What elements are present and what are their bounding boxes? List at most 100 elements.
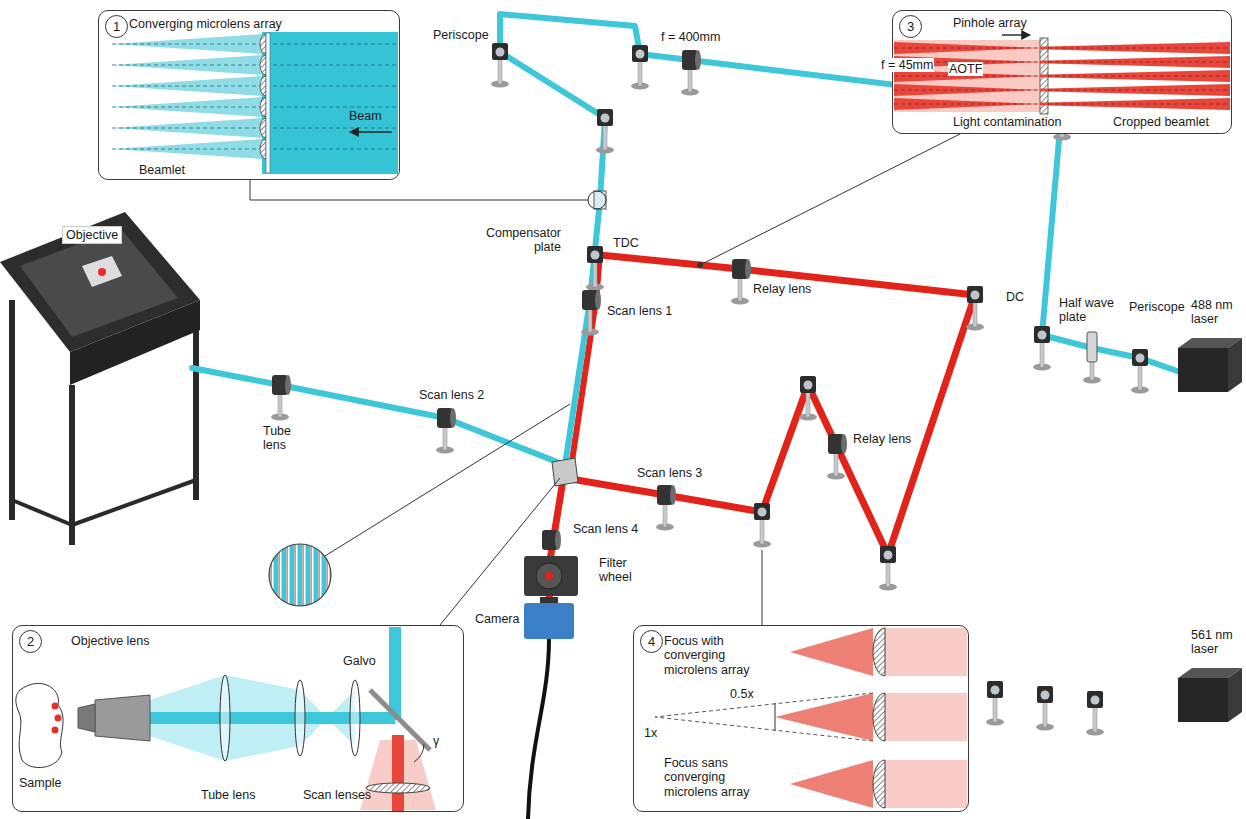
component-label: TDC <box>612 236 640 250</box>
panel-text: 1x <box>644 726 657 740</box>
optical-axis <box>112 107 398 108</box>
microlens <box>260 118 266 138</box>
component-label: DC <box>1005 290 1025 304</box>
magnifier-ring <box>269 544 331 606</box>
objective-nose <box>78 704 95 732</box>
focus-cone <box>775 693 873 741</box>
magnified-emission <box>303 540 305 610</box>
component-label: 561 nm laser <box>1190 628 1242 657</box>
callout-text: 2 <box>27 635 34 648</box>
scan-lens <box>350 680 360 756</box>
component-label: Scan lens 3 <box>636 466 703 480</box>
stage-brace <box>72 480 196 525</box>
microlens <box>873 693 885 741</box>
post <box>993 696 997 722</box>
focus-guide <box>655 717 873 741</box>
lens-face <box>595 290 601 310</box>
lens-face <box>285 375 291 395</box>
inset-panel: Pinhole arrayLight contaminationCropped … <box>892 10 1232 134</box>
filter-wheel-disc <box>536 563 562 589</box>
filter-window <box>545 572 553 580</box>
collimated-beam <box>885 760 967 808</box>
focus-tick <box>775 703 776 731</box>
component-label: Camera <box>474 612 520 626</box>
fluorescent-spot <box>52 727 59 734</box>
callout-text: 4 <box>648 635 655 648</box>
excitation-beam <box>192 14 1180 465</box>
sample-tissue <box>16 683 63 767</box>
component-label: AOTF <box>948 62 983 76</box>
mirror <box>591 251 600 260</box>
component-label: Scan lens 4 <box>572 522 639 536</box>
mirror <box>496 48 505 57</box>
optical-axis <box>112 86 398 87</box>
filter-wheel <box>524 556 578 596</box>
laser-body <box>1178 348 1228 392</box>
scan-lens <box>295 680 305 756</box>
component-label: Periscope <box>1128 300 1186 314</box>
magnified-emission <box>295 540 297 610</box>
stage-brace <box>12 500 72 525</box>
component-label: Objective <box>62 226 122 244</box>
lens <box>366 783 430 793</box>
mirror <box>1038 331 1047 340</box>
mirror-mount <box>754 503 770 520</box>
magnified-beamlet <box>330 540 335 610</box>
leader-dot <box>697 262 703 268</box>
component-label: Periscope <box>432 28 490 42</box>
post <box>1138 364 1142 390</box>
post <box>603 124 607 150</box>
mirror <box>884 551 893 560</box>
emission-beam <box>392 735 404 811</box>
optical-axis <box>894 48 1230 49</box>
component-label: Relay lens <box>752 282 812 296</box>
component-label: Scan lens 2 <box>418 388 485 402</box>
leader-line <box>440 478 560 625</box>
component-label: Relay lens <box>852 432 912 446</box>
excitation-beam <box>389 627 401 720</box>
camera-cable <box>528 639 549 819</box>
mirror-mount <box>1087 691 1103 708</box>
magnified-beamlet <box>306 540 311 610</box>
mirror-mount <box>880 546 896 563</box>
panel-text: γ <box>433 734 439 748</box>
post <box>638 60 642 86</box>
mirror-mount <box>1037 686 1053 703</box>
callout-number: 4 <box>640 630 663 653</box>
lens-face <box>670 485 676 505</box>
post <box>593 261 597 287</box>
galvo-mirror <box>552 458 578 486</box>
optical-axis <box>112 128 398 129</box>
callout-number: 2 <box>19 630 42 653</box>
magnified-emission <box>279 540 281 610</box>
leader-line <box>325 404 570 556</box>
panel-text: Pinhole array <box>953 16 1027 30</box>
magnified-beamlet <box>290 540 295 610</box>
magnified-beamlet <box>274 540 279 610</box>
component-label: Filter wheel <box>598 556 650 585</box>
optical-axis <box>894 104 1230 105</box>
mirror <box>971 291 980 300</box>
post <box>1043 701 1047 727</box>
lens-face <box>695 50 701 70</box>
galvo-mirror <box>370 690 430 750</box>
mirror <box>1041 691 1050 700</box>
microlens <box>873 628 885 676</box>
optical-axis <box>894 76 1230 77</box>
inset-ground <box>634 626 968 811</box>
post <box>1040 341 1044 367</box>
inset-ground <box>893 11 1231 133</box>
panel-text: Beam <box>349 109 382 123</box>
magnified-emission <box>311 540 313 610</box>
magnifier-content <box>266 540 337 610</box>
mirror <box>758 508 767 517</box>
magnified-beamlet <box>314 540 319 610</box>
optical-axis <box>112 149 398 150</box>
focus-cone <box>790 628 873 676</box>
microlens <box>260 139 266 159</box>
stage-leg <box>193 330 199 500</box>
angle-arc <box>414 744 424 762</box>
mirror-mount <box>987 681 1003 698</box>
callout-number: 1 <box>105 15 128 38</box>
objective-spot <box>98 268 106 276</box>
